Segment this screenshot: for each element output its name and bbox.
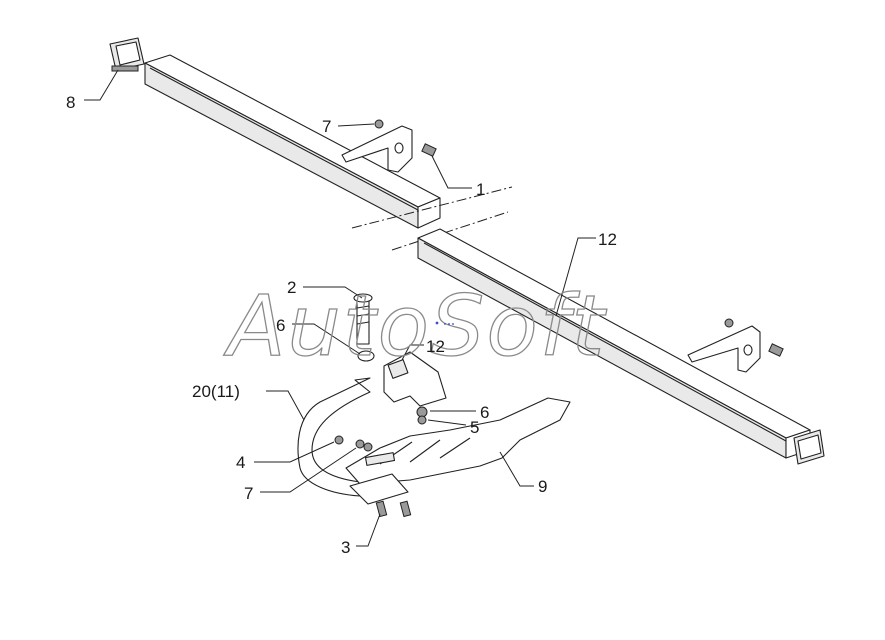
leader-lines: [84, 69, 596, 547]
callout-7-lower: 7: [244, 484, 253, 503]
section-break-lines: [351, 186, 513, 251]
bolt-lower: [768, 343, 784, 357]
callout-12-clamp: 12: [426, 337, 445, 356]
sweep-share: [334, 397, 571, 505]
callout-4: 4: [236, 453, 245, 472]
washer-7-lower: [363, 442, 373, 452]
callout-5: 5: [470, 418, 479, 437]
vertical-bolt: [353, 293, 375, 362]
bolt-1: [421, 143, 437, 157]
callout-20-11: 20(11): [192, 382, 240, 401]
upper-bracket: [341, 119, 437, 173]
callout-9: 9: [538, 477, 547, 496]
callout-1: 1: [476, 180, 485, 199]
clamp-bracket: [383, 351, 447, 425]
callout-8: 8: [66, 93, 75, 112]
plug-cap-left: [109, 37, 145, 72]
callout-12: 12: [598, 230, 617, 249]
callout-labels: 8 7 1 12 2 6 12 20(11) 6 5 4 7 9 3: [66, 93, 617, 557]
callout-6: 6: [276, 316, 285, 335]
nut-5: [417, 415, 427, 425]
lower-bracket: [687, 318, 784, 373]
nut-lower: [724, 318, 734, 328]
plug-cap-right: [793, 429, 825, 465]
nut-7-upper: [374, 119, 384, 129]
callout-7: 7: [322, 117, 331, 136]
callout-2: 2: [287, 278, 296, 297]
beam-upper-section: [144, 54, 441, 229]
washer-6-upper: [357, 350, 375, 362]
nut-4: [334, 435, 344, 445]
bottom-bolts: [375, 500, 412, 518]
callout-6-lower: 6: [480, 403, 489, 422]
callout-3: 3: [341, 538, 350, 557]
watermark-text: AutoSoft: [223, 277, 607, 375]
